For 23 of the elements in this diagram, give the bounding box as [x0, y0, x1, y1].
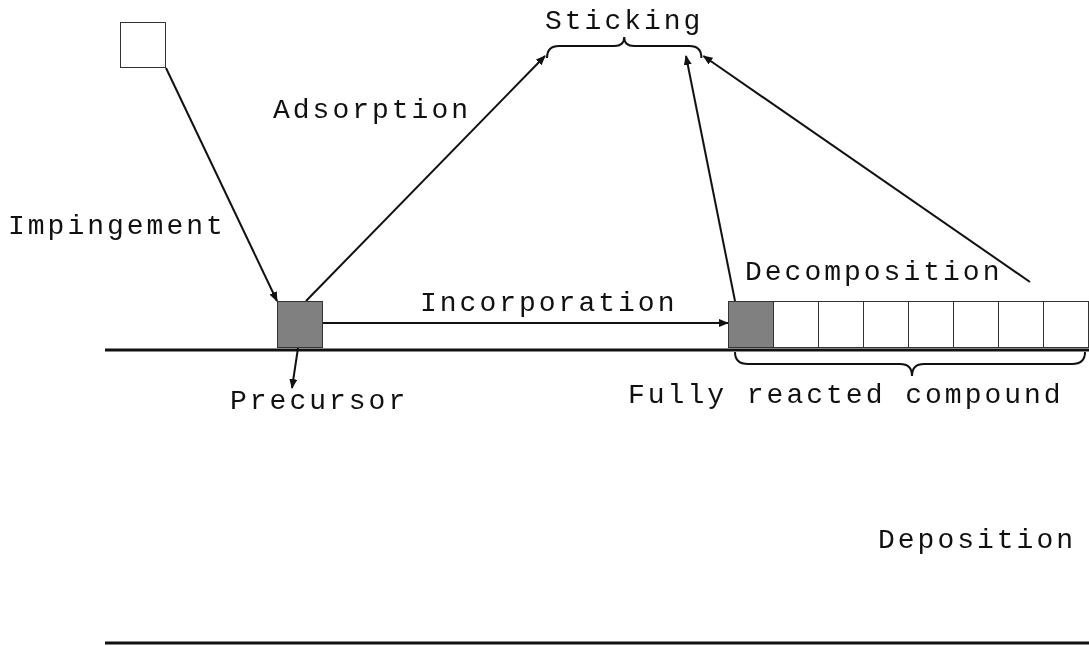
- process-label: Decomposition: [745, 259, 1003, 287]
- arrow: [702, 55, 1031, 283]
- sticking-label: Sticking: [545, 8, 704, 36]
- compound-cell: [908, 301, 954, 348]
- compound-cell: [1043, 301, 1089, 348]
- gas-molecule-box: [120, 22, 166, 68]
- precursor-block: [728, 301, 774, 348]
- compound-cell: [953, 301, 999, 348]
- arrow: [165, 67, 278, 302]
- precursor-block: [277, 301, 323, 348]
- edge-label: Impingement: [8, 213, 226, 241]
- edge-label: Adsorption: [273, 97, 472, 125]
- compound-cell: [818, 301, 864, 348]
- compound-cell: [863, 301, 909, 348]
- process-label: Deposition: [878, 527, 1077, 555]
- compound-cell: [998, 301, 1044, 348]
- arrow: [322, 319, 729, 327]
- compound-cell: [773, 301, 819, 348]
- edge-label: Incorporation: [420, 290, 678, 318]
- precursor-label: Precursor: [230, 388, 409, 416]
- bracket-label: Fully reacted compound: [628, 382, 1064, 410]
- arrow: [683, 55, 736, 302]
- arrow: [305, 55, 546, 302]
